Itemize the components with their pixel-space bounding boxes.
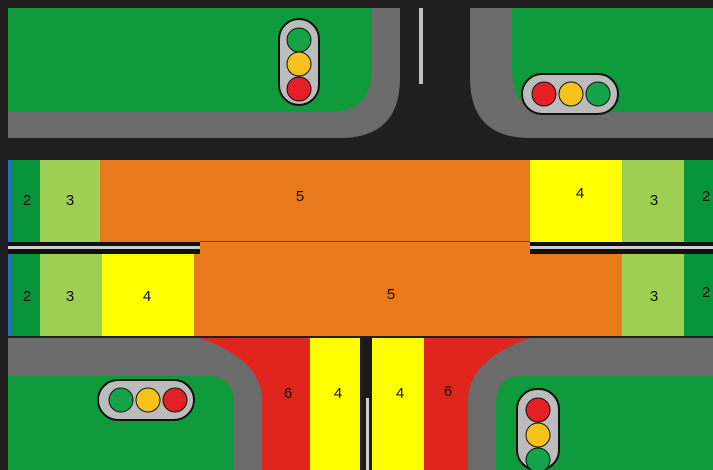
zone-label: 4	[334, 385, 342, 402]
zone-label: 4	[576, 185, 584, 202]
median-center	[200, 242, 530, 254]
median-right-line	[530, 246, 713, 249]
zone-label: 5	[296, 188, 304, 205]
zone-label: 2	[23, 192, 31, 209]
edge-marker-upper	[8, 160, 11, 242]
zone-4-south-right	[372, 338, 424, 470]
zone-label: 3	[650, 288, 658, 305]
zone-label: 4	[143, 288, 151, 305]
north-center-line	[419, 8, 423, 84]
median-center-edge	[200, 241, 530, 242]
zone-label: 3	[66, 288, 74, 305]
traffic-light-icon	[522, 74, 618, 114]
zone-5-upper	[100, 160, 530, 242]
median-left-line	[8, 246, 200, 249]
traffic-light-icon	[279, 19, 319, 105]
zone-label: 2	[23, 288, 31, 305]
zone-label: 6	[444, 383, 452, 400]
zone-4-south-left	[310, 338, 360, 470]
zone-label: 3	[66, 192, 74, 209]
zone-label: 6	[284, 385, 292, 402]
zone-label: 5	[387, 286, 395, 303]
zone-label: 2	[702, 284, 710, 301]
south-center-line	[366, 398, 369, 470]
zone-5-lower	[194, 254, 622, 336]
traffic-light-icon	[98, 380, 194, 420]
zone-label: 4	[396, 385, 404, 402]
traffic-light-icon	[517, 389, 559, 470]
zone-label: 3	[650, 192, 658, 209]
edge-marker-lower	[8, 254, 11, 336]
zone-label: 2	[702, 188, 710, 205]
